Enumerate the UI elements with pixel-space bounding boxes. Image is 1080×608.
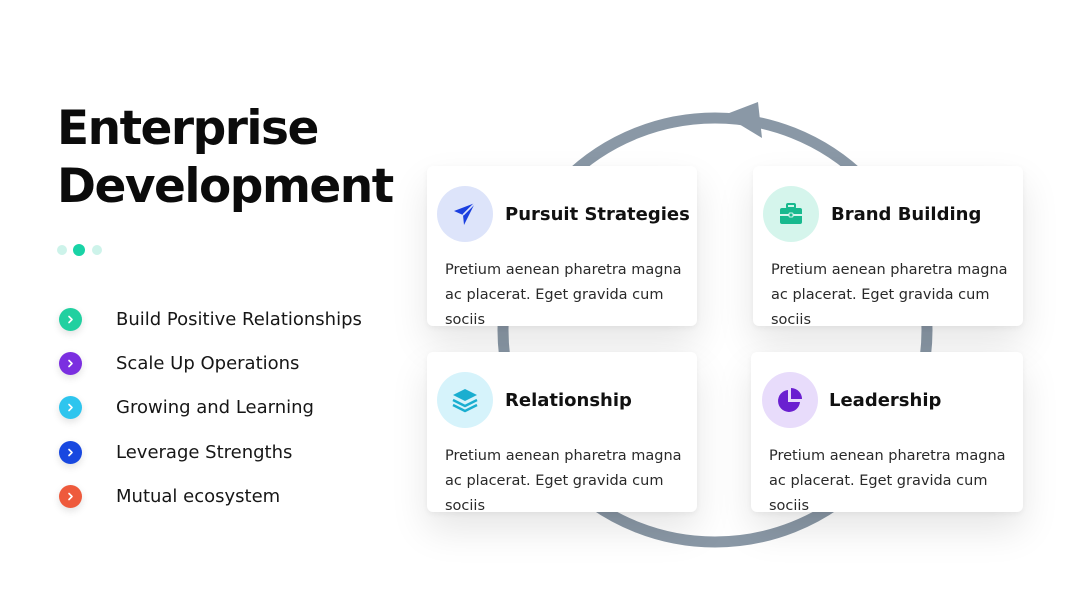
bullet-item-growing-and-learning: Growing and Learning [59, 393, 399, 423]
card-icon-circle [763, 186, 819, 242]
card-text: Pretium aenean pharetra magna ac placera… [771, 262, 1008, 328]
bullet-item-mutual-ecosystem: Mutual ecosystem [59, 482, 399, 512]
chevron-right-icon [59, 308, 82, 331]
bullet-label: Mutual ecosystem [116, 486, 281, 507]
card-text: Pretium aenean pharetra magna ac placera… [769, 448, 1006, 514]
chevron-right-icon [59, 485, 82, 508]
card-title: Leadership [829, 390, 942, 411]
card-title: Pursuit Strategies [505, 204, 690, 225]
card-text: Pretium aenean pharetra magna ac placera… [445, 448, 682, 514]
indicator-dot [92, 245, 102, 255]
slide-title-line-1: Enterprise [57, 101, 319, 156]
card-pursuit-strategies: Pursuit Strategies Pretium aenean pharet… [427, 166, 697, 328]
paper-plane-icon [454, 202, 476, 225]
card-title: Relationship [505, 390, 632, 411]
bullet-item-leverage-strengths: Leverage Strengths [59, 438, 399, 468]
chevron-right-icon [59, 441, 82, 464]
cycle-ring [497, 112, 933, 548]
chevron-right-icon [59, 352, 82, 375]
card-icon-circle [437, 372, 493, 428]
card-icon-circle [762, 372, 818, 428]
indicator-dot [57, 245, 67, 255]
bullet-label: Leverage Strengths [116, 442, 293, 463]
pie-chart-icon [778, 388, 802, 412]
bullet-label: Scale Up Operations [116, 353, 300, 374]
layers-icon [452, 389, 478, 413]
card-leadership: Leadership Pretium aenean pharetra magna… [751, 352, 1023, 514]
cycle-arrow-head-icon [724, 102, 762, 138]
card-title: Brand Building [831, 204, 982, 225]
card-icon-circle [437, 186, 493, 242]
chevron-right-icon [59, 396, 82, 419]
briefcase-icon [780, 203, 802, 224]
bullet-item-scale-up-operations: Scale Up Operations [59, 349, 399, 379]
bullet-label: Growing and Learning [116, 397, 314, 418]
bullet-label: Build Positive Relationships [116, 309, 362, 330]
card-brand-building: Brand Building Pretium aenean pharetra m… [753, 166, 1023, 328]
card-relationship: Relationship Pretium aenean pharetra mag… [427, 352, 697, 514]
slide-title-line-2: Development [57, 159, 394, 214]
slide-title: Enterprise Development [57, 100, 394, 216]
indicator-dot-active [73, 244, 85, 256]
bullet-item-build-positive-relationships: Build Positive Relationships [59, 305, 399, 335]
card-text: Pretium aenean pharetra magna ac placera… [445, 262, 682, 328]
